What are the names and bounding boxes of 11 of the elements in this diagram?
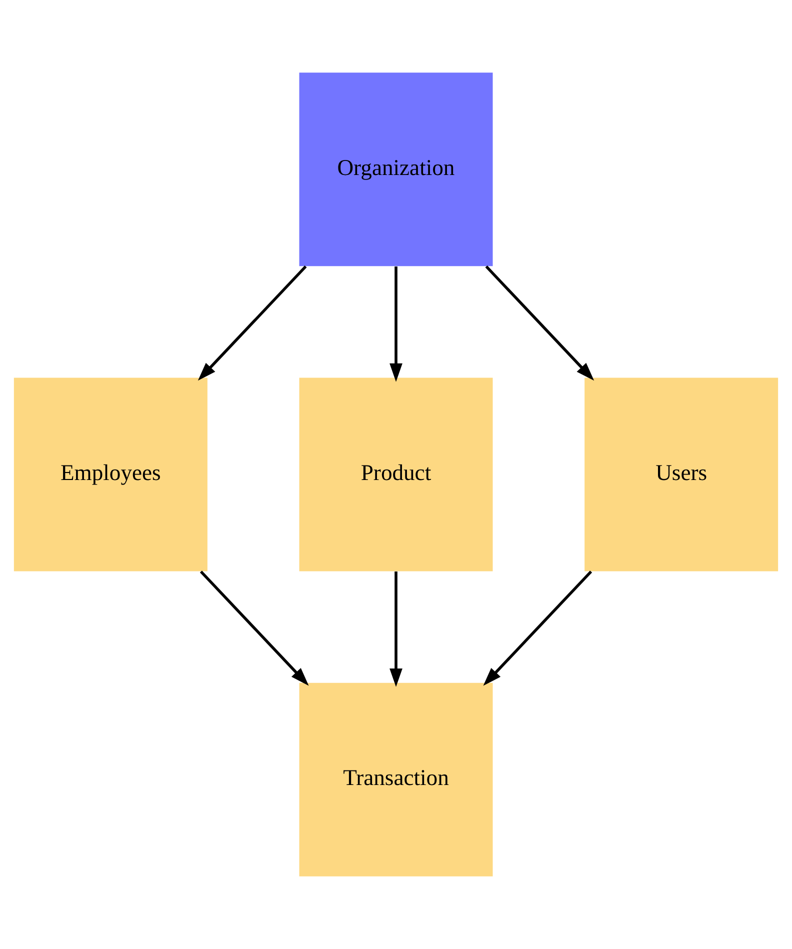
arrow	[390, 266, 402, 382]
arrow	[483, 570, 592, 686]
node-box: Employees	[14, 378, 208, 572]
node-box: Product	[299, 378, 493, 572]
arrow	[198, 265, 307, 381]
node-box: Transaction	[299, 682, 493, 876]
arrow	[200, 570, 309, 686]
node-box: Users	[584, 378, 778, 572]
arrow	[485, 265, 594, 381]
arrow	[390, 572, 402, 687]
node-box: Organization	[299, 72, 493, 266]
